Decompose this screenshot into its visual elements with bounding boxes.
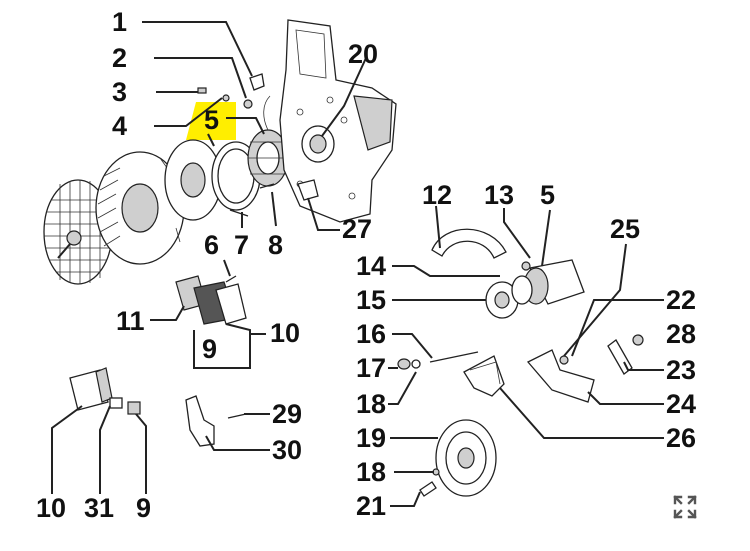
callout-13: 13 <box>484 180 514 210</box>
callout-16: 16 <box>356 319 386 349</box>
callout-labels: 1 2 3 4 5 20 6 7 8 27 11 10 9 12 13 5 25… <box>36 7 696 523</box>
callout-5-highlighted[interactable]: 5 <box>204 105 219 135</box>
callout-25: 25 <box>610 214 640 244</box>
callout-31: 31 <box>84 493 114 523</box>
callout-12: 12 <box>422 180 452 210</box>
callout-6: 6 <box>204 230 219 260</box>
callout-23: 23 <box>666 355 696 385</box>
callout-18-lower: 18 <box>356 457 386 487</box>
tensioner-arm <box>526 349 595 403</box>
callout-17: 17 <box>356 353 386 383</box>
v-belt <box>463 355 505 397</box>
callout-28: 28 <box>666 319 696 349</box>
crankshaft-pulley <box>419 419 497 497</box>
callout-5-alternator: 5 <box>540 180 555 210</box>
callout-26: 26 <box>666 423 696 453</box>
callout-30: 30 <box>272 435 302 465</box>
callout-2: 2 <box>112 43 127 73</box>
alternator <box>521 259 585 305</box>
callout-8: 8 <box>268 230 283 260</box>
regulator <box>69 367 141 415</box>
callout-27: 27 <box>342 214 372 244</box>
callout-24: 24 <box>666 389 696 419</box>
callout-9-regulator: 9 <box>136 493 151 523</box>
bracket-27 <box>297 179 319 201</box>
leader-lines <box>51 21 664 507</box>
callout-11: 11 <box>116 306 145 336</box>
callout-14: 14 <box>356 251 386 281</box>
callout-10-ignition: 10 <box>270 318 300 348</box>
callout-21: 21 <box>356 491 386 521</box>
callout-29: 29 <box>272 399 302 429</box>
expand-arrows-icon[interactable] <box>672 494 698 520</box>
highlight-marker <box>186 102 236 140</box>
fan-grille <box>43 179 113 285</box>
alternator-pulley <box>485 275 533 319</box>
callout-20: 20 <box>348 39 378 69</box>
callout-22: 22 <box>666 285 696 315</box>
alternator-belt-guard <box>431 228 507 259</box>
callout-7: 7 <box>234 230 249 260</box>
callout-18-upper: 18 <box>356 389 386 419</box>
small-hardware <box>197 73 275 217</box>
callout-1: 1 <box>112 7 127 37</box>
crankcase-cover <box>279 19 397 223</box>
callout-10-regulator: 10 <box>36 493 66 523</box>
callout-15: 15 <box>356 285 386 315</box>
bracket-30 <box>185 395 247 447</box>
ignition-coil <box>175 275 247 325</box>
callout-9-ignition: 9 <box>202 334 217 364</box>
callout-19: 19 <box>356 423 386 453</box>
adjuster-link <box>607 334 644 375</box>
callout-3: 3 <box>112 77 127 107</box>
callout-4: 4 <box>112 111 127 141</box>
stud-16 <box>397 351 479 370</box>
stator-coil <box>247 95 289 187</box>
